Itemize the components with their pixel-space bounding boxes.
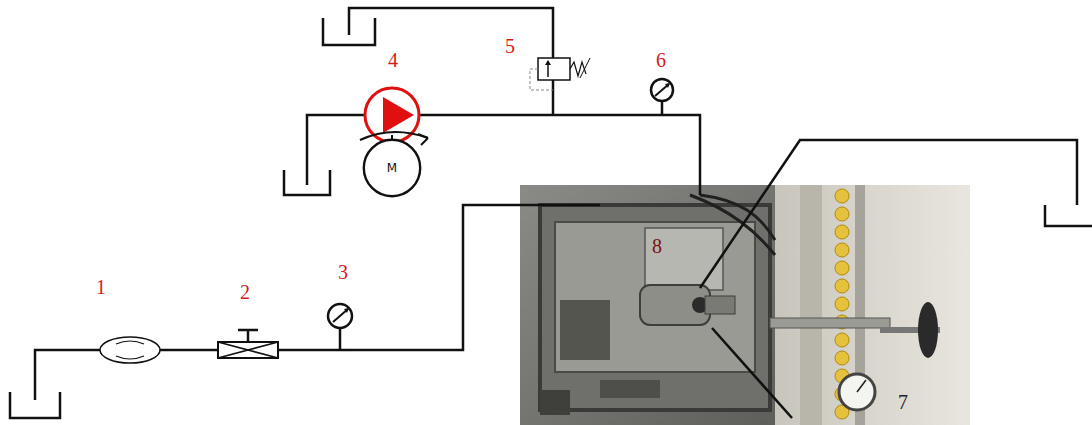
- callout-number: 5: [505, 36, 515, 56]
- hydraulic-lines: [10, 8, 1092, 418]
- callout-number: 6: [656, 50, 666, 70]
- pressure-gauge-3: [328, 304, 352, 350]
- callout-number: 8: [652, 236, 662, 256]
- callout-number: 1: [96, 277, 106, 297]
- pressure-gauge-6: [651, 79, 673, 101]
- hydraulic-pump: [360, 88, 428, 145]
- callout-number: 2: [240, 282, 250, 302]
- motor-letter: M: [387, 161, 397, 175]
- callout-number: 4: [388, 50, 398, 70]
- relief-valve: [530, 58, 590, 90]
- callout-number: 7: [898, 392, 908, 412]
- motor-circle: M: [362, 138, 422, 198]
- callout-number: 3: [338, 262, 348, 282]
